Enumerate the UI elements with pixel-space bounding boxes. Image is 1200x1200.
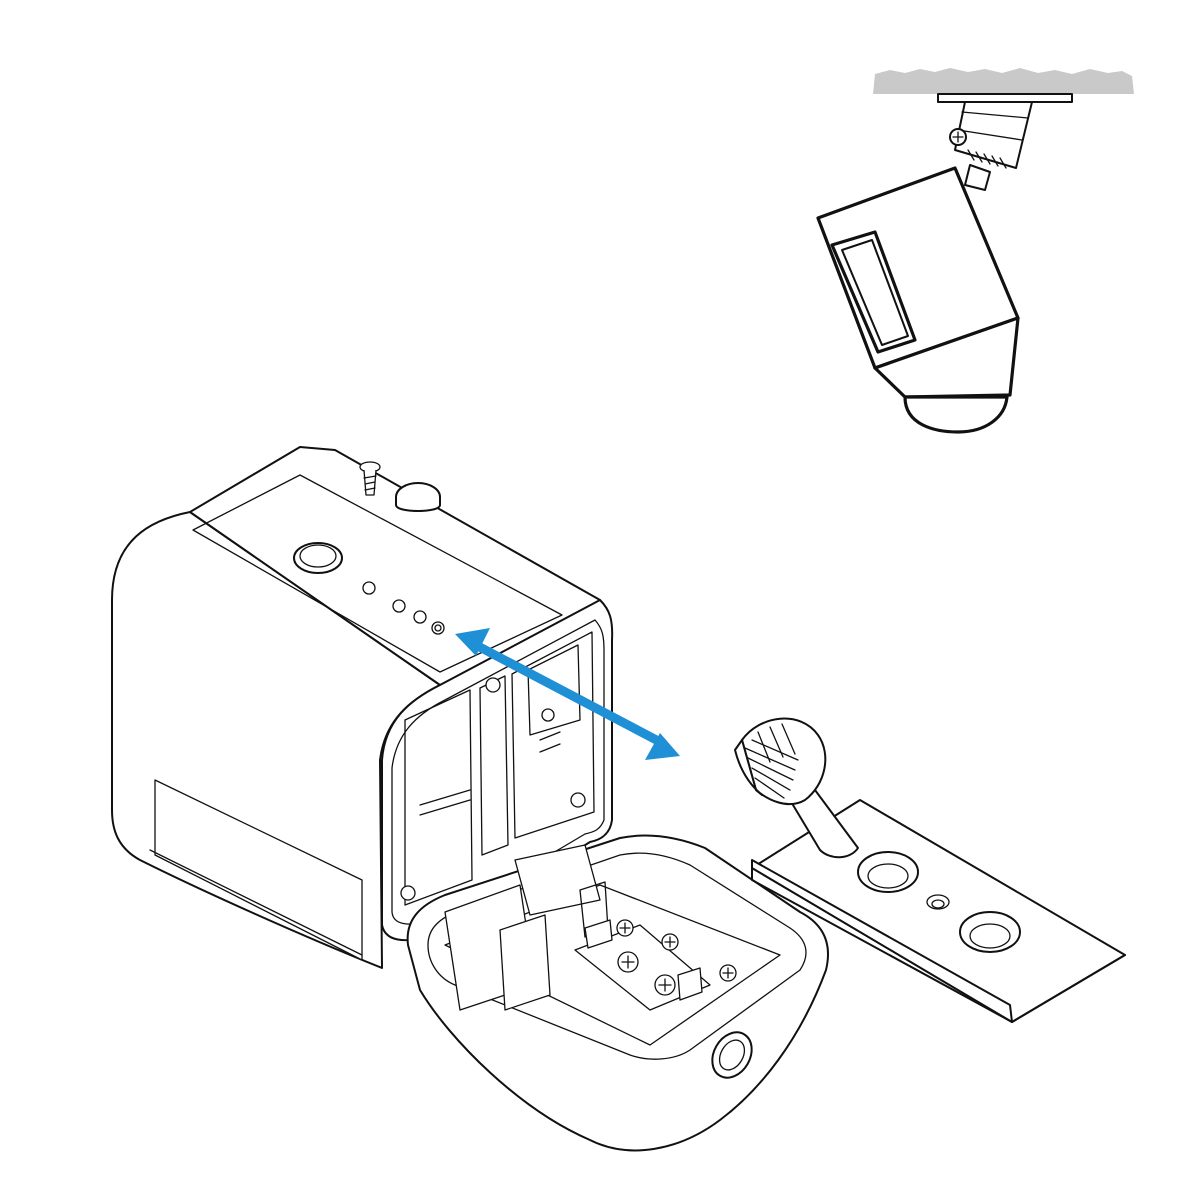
mounted-camera-illustration: [816, 68, 1134, 434]
mounting-bracket-icon: [734, 717, 1126, 1023]
ceiling-icon: [873, 68, 1134, 94]
screw-icon: [359, 461, 381, 496]
battery-compartment-icon: [406, 834, 830, 1152]
double-arrow-icon: [455, 628, 680, 760]
screw-icon: [616, 919, 737, 996]
mounted-camera-icon: [816, 166, 1020, 434]
